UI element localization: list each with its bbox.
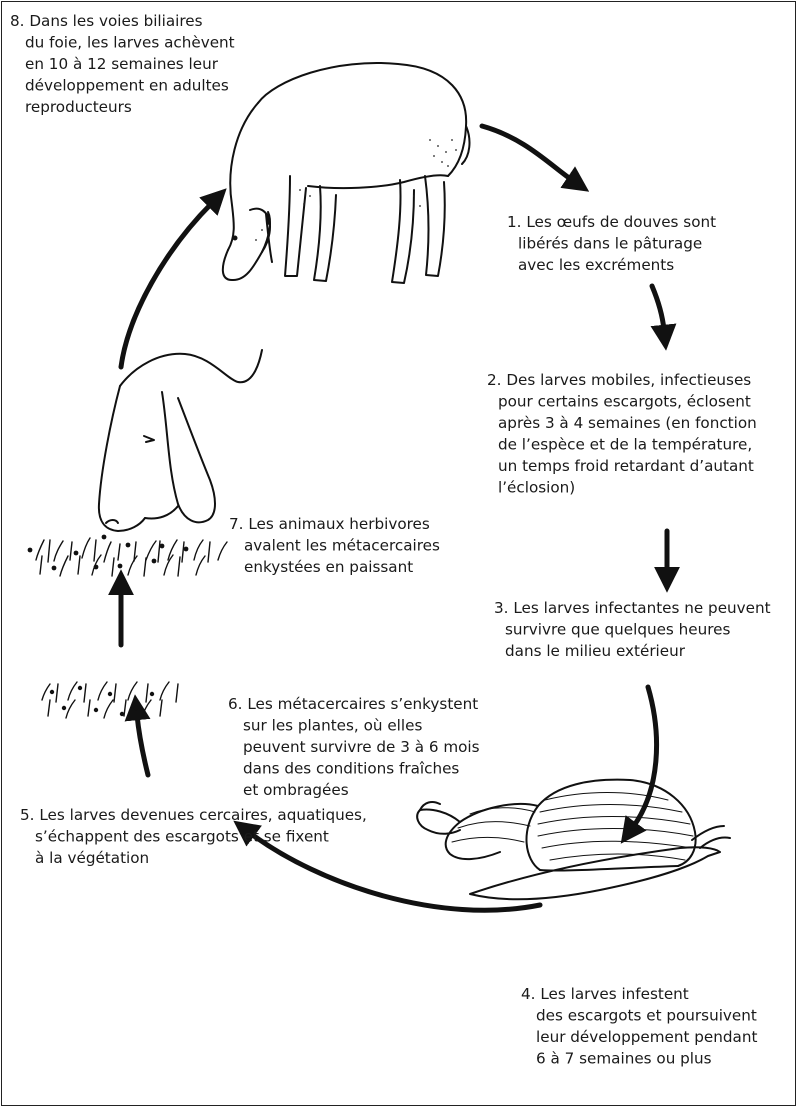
step-7-line: avalent les métacercaires	[244, 537, 440, 555]
cycle-arrows	[108, 123, 680, 913]
grass-tuft-lower	[41, 681, 179, 719]
step-4-line: des escargots et poursuivent	[536, 1007, 757, 1025]
step-1-line: libérés dans le pâturage	[518, 235, 702, 253]
step-2-line: 2. Des larves mobiles, infectieuses	[487, 371, 751, 389]
arrow-snail-to-cercariae	[233, 820, 543, 913]
step-7-line: enkystées en paissant	[244, 558, 413, 576]
step-2-line: un temps froid retardant d’autant	[498, 457, 754, 475]
step-4-line: leur développement pendant	[536, 1028, 757, 1046]
arrow-infective-to-snail	[620, 684, 660, 844]
step-6-line: sur les plantes, où elles	[243, 717, 422, 735]
step-5-line: à la végétation	[35, 849, 149, 867]
step-7-text: 7. Les animaux herbivores avalent les mét…	[229, 515, 440, 576]
step-6-line: peuvent survivre de 3 à 6 mois	[243, 738, 480, 756]
step-3-line: dans le milieu extérieur	[505, 642, 686, 660]
step-6-text: 6. Les métacercaires s’enkystent sur les …	[228, 695, 480, 799]
step-texts: 8. Dans les voies biliaires du foie, les …	[10, 12, 771, 1068]
step-3-text: 3. Les larves infectantes ne peuvent surv…	[494, 599, 771, 660]
step-3-line: survivre que quelques heures	[505, 621, 731, 639]
step-5-line: 5. Les larves devenues cercaires, aquati…	[20, 806, 367, 824]
snail-shell-stripes	[451, 792, 694, 861]
step-6-line: et ombragées	[243, 781, 349, 799]
step-7-line: 7. Les animaux herbivores	[229, 515, 430, 533]
step-3-line: 3. Les larves infectantes ne peuvent	[494, 599, 771, 617]
step-2-line: de l’espèce et de la température,	[498, 436, 752, 454]
step-2-line: pour certains escargots, éclosent	[498, 393, 751, 411]
step-8-line: du foie, les larves achèvent	[25, 34, 235, 52]
step-8-line: reproducteurs	[25, 98, 132, 116]
arrow-eggs-to-larvae	[649, 283, 677, 351]
step-6-line: 6. Les métacercaires s’enkystent	[228, 695, 478, 713]
step-2-line: l’éclosion)	[498, 479, 575, 497]
step-5-line: s’échappent des escargots et se fixent	[35, 828, 329, 846]
grazing-sheep-drawing	[221, 62, 471, 284]
arrow-grazing-to-sheep	[118, 188, 227, 370]
grass-tuft-upper	[27, 534, 228, 577]
step-2-line: après 3 à 4 semaines (en fonction	[498, 414, 757, 432]
sheep-shading	[255, 139, 457, 241]
step-1-line: 1. Les œufs de douves sont	[507, 213, 716, 231]
arrow-sheep-to-eggs	[479, 123, 590, 192]
step-1-text: 1. Les œufs de douves sont libérés dans l…	[507, 213, 716, 274]
step-8-line: développement en adultes	[25, 77, 229, 95]
step-8-line: en 10 à 12 semaines leur	[25, 55, 219, 73]
step-4-line: 4. Les larves infestent	[521, 985, 689, 1003]
step-4-line: 6 à 7 semaines ou plus	[536, 1050, 712, 1068]
step-4-text: 4. Les larves infestent des escargots et …	[521, 985, 757, 1068]
step-1-line: avec les excréments	[518, 256, 674, 274]
arrow-cercariae-to-plants	[124, 694, 151, 778]
step-5-text: 5. Les larves devenues cercaires, aquati…	[20, 806, 367, 867]
step-8-text: 8. Dans les voies biliaires du foie, les …	[10, 12, 235, 116]
step-2-text: 2. Des larves mobiles, infectieuses pour …	[487, 371, 757, 497]
step-6-line: dans des conditions fraîches	[243, 760, 459, 778]
step-8-line: 8. Dans les voies biliaires	[10, 12, 203, 30]
feeding-sheep-head-drawing	[97, 349, 263, 532]
